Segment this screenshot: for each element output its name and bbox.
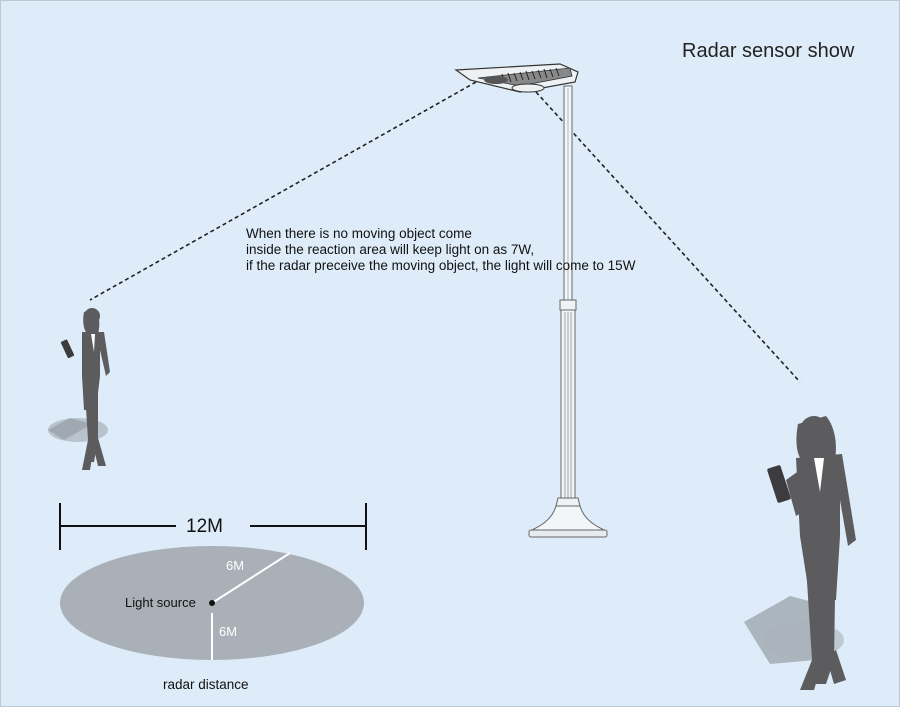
light-source-dot [209,600,215,606]
lamp-head [454,63,579,93]
diameter-label: 12M [186,516,223,537]
dimension-line [59,503,367,550]
radius-label-vertical: 6M [219,624,238,639]
person-right [744,416,856,690]
person-left [48,308,110,470]
radar-distance-caption: radar distance [163,677,249,692]
radius-label-diagonal: 6M [226,558,245,573]
behavior-description: When there is no moving object come insi… [246,226,635,274]
diagram-title: Radar sensor show [682,40,855,62]
description-line: if the radar preceive the moving object,… [246,258,636,273]
detection-beam-left [89,81,477,301]
street-light-pole [528,85,608,538]
light-source-label: Light source [125,595,196,610]
detection-beam-right [535,91,801,383]
description-line: When there is no moving object come [246,226,472,241]
radius-line-diagonal [211,552,291,604]
description-line: inside the reaction area will keep light… [246,242,535,257]
